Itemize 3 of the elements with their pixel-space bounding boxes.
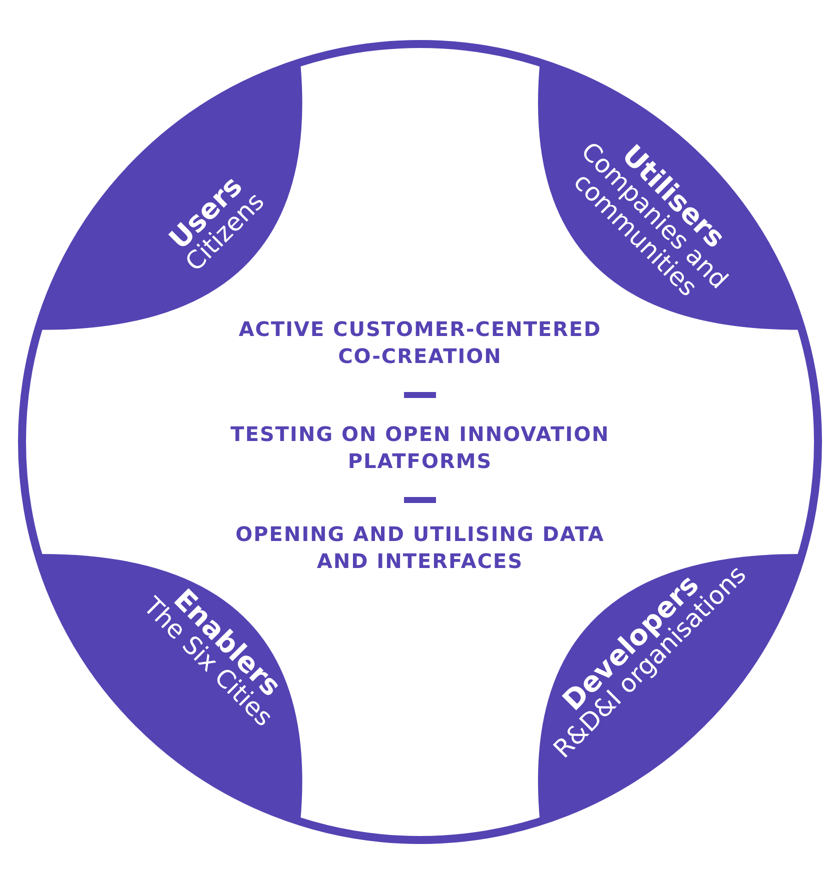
central-statement: ACTIVE CUSTOMER-CENTERED CO-CREATION: [238, 316, 602, 370]
central-statement: OPENING AND UTILISING DATA AND INTERFACES: [234, 521, 606, 575]
central-statement: TESTING ON OPEN INNOVATION PLATFORMS: [230, 421, 610, 475]
